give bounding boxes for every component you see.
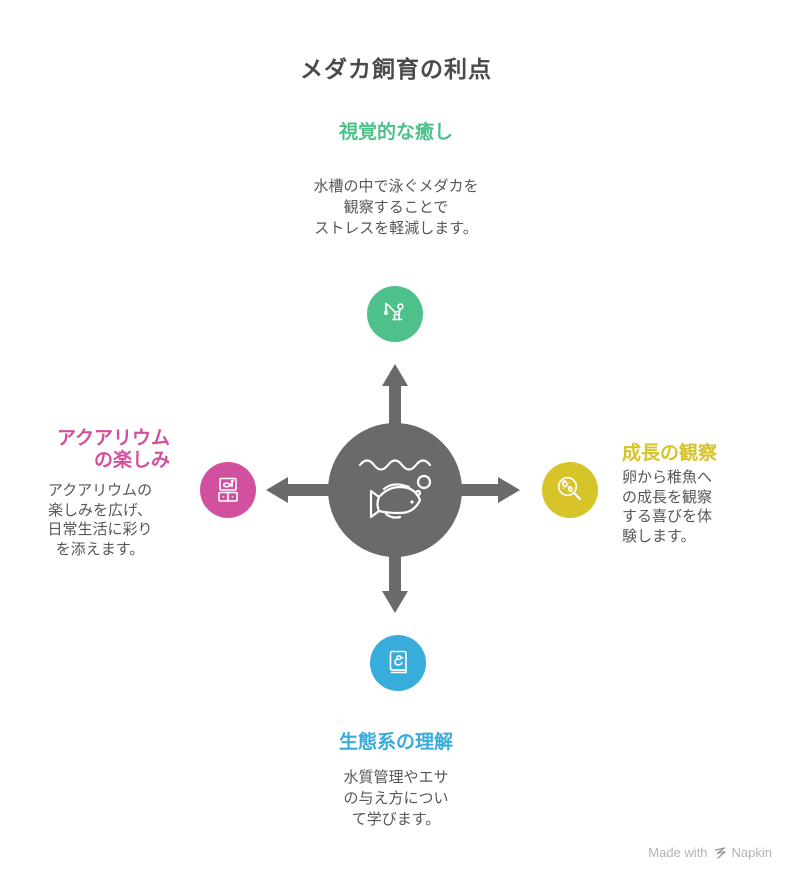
aquarium-icon — [200, 462, 256, 518]
made-with-label: Made with — [648, 845, 708, 860]
napkin-brand-label: Napkin — [731, 845, 772, 860]
fish-underwater-icon — [328, 423, 462, 557]
section-label-aquarium-fun: アクアリウム の楽しみ — [56, 428, 170, 471]
fishing-person-icon — [367, 286, 423, 342]
page-title: メダカ飼育の利点 — [300, 56, 492, 82]
book-duck-icon — [370, 635, 426, 691]
made-with-napkin-link[interactable]: Made with Napkin — [648, 845, 772, 860]
section-label-growth-observation: 成長の観察 — [622, 443, 718, 464]
section-desc-aquarium-fun: アクアリウムの 楽しみを広げ、 日常生活に彩り を添えます。 — [47, 482, 153, 558]
fishing-person-glyph — [383, 302, 404, 321]
book-duck-glyph — [389, 650, 407, 674]
magnifier-eggs-glyph — [557, 476, 581, 500]
napkin-logo-icon — [714, 846, 726, 859]
section-label-visual-healing: 視覚的な癒し — [338, 122, 453, 143]
fish-underwater-glyph — [358, 459, 432, 519]
section-desc-visual-healing: 水槽の中で泳ぐメダカを 観察することで ストレスを軽減します。 — [313, 178, 479, 237]
magnifier-eggs-icon — [542, 462, 598, 518]
section-desc-growth-observation: 卵から稚魚へ の成長を観察 する喜びを体 験します。 — [622, 469, 713, 545]
section-label-ecosystem-understanding: 生態系の理解 — [338, 732, 453, 753]
section-desc-ecosystem-understanding: 水質管理やエサ の与え方につい て学びます。 — [343, 769, 449, 828]
aquarium-glyph — [218, 477, 238, 502]
